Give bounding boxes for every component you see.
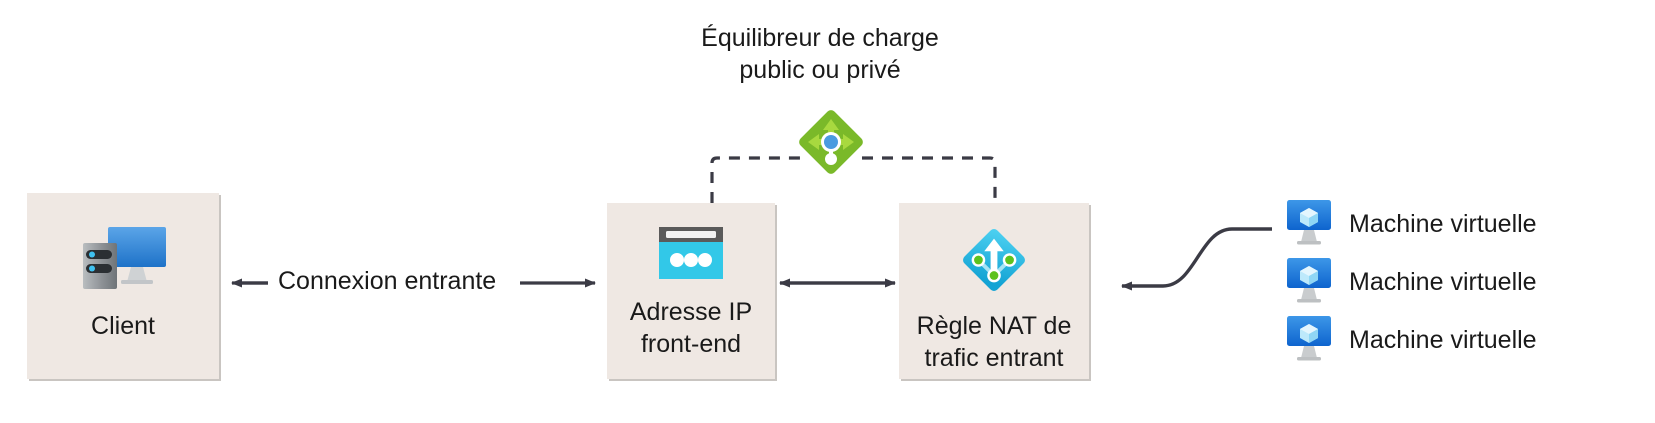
public-ip-address-icon	[655, 225, 727, 286]
edge-label-connexion-entrante: Connexion entrante	[268, 267, 507, 296]
load-balancer-icon	[795, 106, 867, 178]
virtual-machine-icon	[1283, 254, 1335, 311]
virtual-machine-row-2[interactable]: Machine virtuelle	[1283, 254, 1537, 311]
virtual-machine-label: Machine virtuelle	[1349, 268, 1537, 296]
node-nat-rule-label: Règle NAT de trafic entrant	[916, 312, 1072, 372]
virtual-machine-row-1[interactable]: Machine virtuelle	[1283, 196, 1537, 253]
node-frontend-ip[interactable]: Adresse IP front-end	[607, 203, 775, 379]
virtual-machine-label: Machine virtuelle	[1349, 210, 1537, 238]
load-balancer-title: Équilibreur de charge public ou privé	[701, 24, 939, 84]
virtual-machine-label: Machine virtuelle	[1349, 326, 1537, 354]
node-nat-rule[interactable]: Règle NAT de trafic entrant	[899, 203, 1089, 379]
virtual-machine-icon	[1283, 196, 1335, 253]
virtual-machine-row-3[interactable]: Machine virtuelle	[1283, 312, 1537, 369]
virtual-machine-icon	[1283, 312, 1335, 369]
node-client[interactable]: Client	[27, 193, 219, 379]
client-workstation-icon	[75, 215, 171, 300]
inbound-nat-rule-icon	[959, 225, 1029, 300]
edge-nat-to-virtual-machine	[1121, 227, 1272, 291]
node-frontend-ip-label: Adresse IP front-end	[629, 298, 753, 358]
node-client-label: Client	[91, 312, 155, 340]
